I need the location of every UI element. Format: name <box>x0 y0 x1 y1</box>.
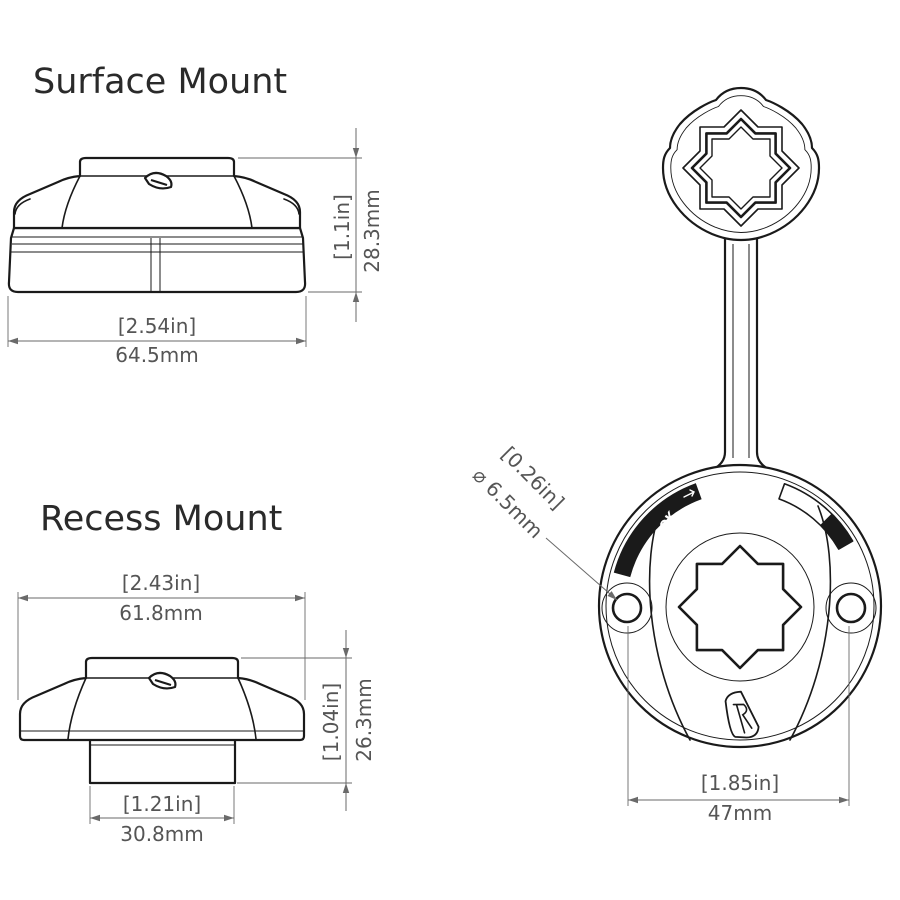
surface-mount-groove <box>150 238 161 291</box>
cap-star-frame-outer <box>682 109 800 227</box>
left-screw-hole <box>611 592 643 624</box>
surface-mount-skirt-line <box>14 198 300 215</box>
u-lok-arrow-icon <box>683 489 695 498</box>
surface-height-inches-label: [1.1in] <box>330 194 354 260</box>
recess-height-mm-label: 26.3mm <box>352 678 376 762</box>
right-screw-boss <box>825 582 877 634</box>
mount-base-right-contour <box>789 505 832 741</box>
surface-mount-base-ring <box>7 226 307 294</box>
recess-mount-left-seam <box>67 677 87 740</box>
recess-mount-right-seam <box>237 677 257 740</box>
protective-cap-inner-edge <box>670 95 812 233</box>
right-screw-hole <box>835 592 867 624</box>
cap-lanyard-strap <box>710 234 772 472</box>
surface-mount-logo <box>143 171 173 190</box>
surface-width-inches-label: [2.54in] <box>118 314 196 338</box>
surface-mount-right-seam <box>233 175 253 229</box>
surface-width-mm-label: 64.5mm <box>115 343 199 367</box>
star-socket <box>677 544 803 670</box>
recess-width-inches-label: [2.43in] <box>122 571 200 595</box>
surface-mount-title: Surface Mount <box>33 62 287 102</box>
left-screw-boss <box>601 582 653 634</box>
cap-lanyard-strap-line <box>732 244 750 458</box>
recess-mount-logo <box>147 671 177 690</box>
recess-mount-side-view <box>18 656 306 785</box>
hole-diameter-leader-line <box>545 537 618 601</box>
recess-base-mm-label: 30.8mm <box>120 822 204 846</box>
mount-top-view: U-LOK <box>597 86 883 749</box>
surface-height-mm-label: 28.3mm <box>360 189 384 273</box>
cap-star-frame <box>690 117 792 219</box>
mount-base-outer-rim <box>597 463 883 749</box>
recess-base-inches-label: [1.21in] <box>123 792 201 816</box>
recess-mount-dome <box>18 656 306 742</box>
surface-mount-dome <box>12 156 302 230</box>
protective-cap <box>661 86 821 242</box>
star-socket-ring <box>665 532 815 682</box>
cap-star-plug <box>699 126 783 210</box>
recess-width-mm-label: 61.8mm <box>119 601 203 625</box>
surface-mount-left-seam <box>61 175 81 229</box>
recess-mount-title: Recess Mount <box>40 499 282 539</box>
mount-base-inner-rim <box>605 471 875 741</box>
recess-mount-insert <box>88 738 237 785</box>
lock-slot-shadow <box>819 513 854 550</box>
brand-logo-icon <box>724 690 760 739</box>
surface-mount-side-view <box>7 156 307 294</box>
top-width-inches-label: [1.85in] <box>701 771 779 795</box>
recess-height-inches-label: [1.04in] <box>319 683 343 761</box>
u-lok-band <box>613 483 702 578</box>
top-width-mm-label: 47mm <box>708 801 772 825</box>
